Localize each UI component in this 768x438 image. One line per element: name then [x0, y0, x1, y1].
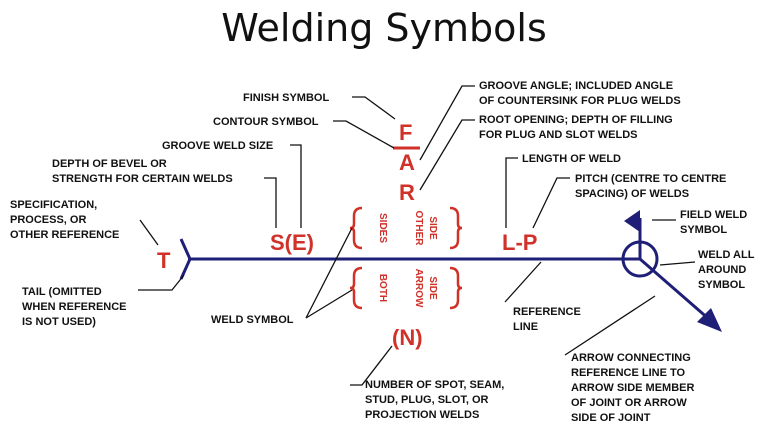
arrow-label-line-3: ARROW SIDE MEMBER: [571, 382, 695, 394]
tail-letter: T: [157, 248, 171, 273]
field-weld-label-line-2: SYMBOL: [680, 224, 727, 236]
groove-angle-label-line-1: GROOVE ANGLE; INCLUDED ANGLE: [479, 80, 673, 92]
weld-symbol-leader-lower: [305, 289, 353, 319]
arrow-word: ARROW: [413, 269, 424, 308]
number-label-line-1: NUMBER OF SPOT, SEAM,: [365, 379, 504, 391]
groove-size-leader: [290, 144, 302, 228]
other-side-brace-left: [349, 206, 363, 250]
weld-all-label-line-2: AROUND: [698, 264, 746, 276]
spec-label-line-2: PROCESS, OR: [10, 214, 86, 226]
reference-line-label-2: LINE: [513, 321, 538, 333]
reference-line-leader: [504, 261, 542, 303]
other-word: OTHER: [413, 211, 424, 247]
groove-angle-letter: A: [399, 150, 415, 175]
arrow-shaft: [639, 257, 711, 322]
contour-leader: [333, 120, 395, 149]
number-text: (N): [392, 325, 423, 350]
arrow-label-line-4: OF JOINT OR ARROW: [571, 397, 687, 409]
weld-symbol-leader-upper: [305, 227, 353, 319]
tail-label-line-1: TAIL (OMITTED: [22, 286, 102, 298]
arrow-label-line-2: REFERENCE LINE TO: [571, 367, 686, 379]
leader-lines: [138, 85, 696, 386]
spec-label-line-1: SPECIFICATION,: [10, 199, 97, 211]
arrow-side-brace-right: [449, 266, 463, 310]
depth-leader: [264, 177, 277, 228]
weld-all-label-line-3: SYMBOL: [698, 279, 745, 291]
length-leader: [505, 157, 518, 228]
pitch-label-line-2: SPACING) OF WELDS: [575, 188, 689, 200]
both-word: BOTH: [377, 274, 388, 302]
field-weld-label-line-1: FIELD WELD: [680, 209, 747, 221]
length-label: LENGTH OF WELD: [522, 153, 621, 165]
finish-letter: F: [399, 120, 412, 145]
weld-symbol-label: WELD SYMBOL: [211, 314, 294, 326]
arrow-connecting-leader: [564, 295, 656, 356]
arrow-label-line-5: SIDE OF JOINT: [571, 412, 651, 424]
root-label-line-1: ROOT OPENING; DEPTH OF FILLING: [479, 114, 673, 126]
page-title: Welding Symbols: [221, 6, 547, 50]
weld-all-label-line-1: WELD ALL: [698, 249, 755, 261]
arrow-head: [697, 308, 722, 332]
root-label-line-2: FOR PLUG AND SLOT WELDS: [479, 129, 637, 141]
depth-label-line-2: STRENGTH FOR CERTAIN WELDS: [52, 173, 233, 185]
finish-label: FINISH SYMBOL: [243, 92, 329, 104]
arrow-label-line-1: ARROW CONNECTING: [571, 352, 691, 364]
number-label-line-3: PROJECTION WELDS: [365, 409, 479, 421]
depth-label-line-1: DEPTH OF BEVEL OR: [52, 158, 167, 170]
tail-mark: [179, 238, 192, 280]
number-leader: [350, 345, 393, 386]
spec-label-line-3: OTHER REFERENCE: [10, 229, 119, 241]
number-label-line-2: STUD, PLUG, SLOT, OR: [365, 394, 489, 406]
tail-label-line-2: WHEN REFERENCE: [22, 301, 127, 313]
pitch-label-line-1: PITCH (CENTRE TO CENTRE: [575, 173, 726, 185]
tail-leader: [138, 274, 185, 291]
size-effective-text: S(E): [270, 230, 314, 255]
side-word-lower: SIDE: [427, 276, 438, 300]
side-brackets: [349, 206, 463, 310]
weld-all-around-leader: [659, 261, 696, 266]
groove-angle-leader: [419, 85, 475, 161]
reference-line-label-1: REFERENCE: [513, 306, 581, 318]
groove-angle-label-line-2: OF COUNTERSINK FOR PLUG WELDS: [479, 95, 681, 107]
other-side-brace-right: [449, 206, 463, 250]
pitch-leader: [532, 177, 570, 229]
field-weld-flag: [624, 210, 640, 232]
side-word-upper: SIDE: [427, 216, 438, 240]
groove-size-label: GROOVE WELD SIZE: [162, 140, 273, 152]
finish-leader: [352, 96, 396, 120]
arrow-side-brace-left: [349, 266, 363, 310]
spec-leader: [139, 219, 159, 246]
tail-label-line-3: IS NOT USED): [22, 316, 96, 328]
reference-assembly: [179, 218, 711, 322]
length-pitch-text: L-P: [502, 230, 537, 255]
root-opening-letter: R: [399, 180, 415, 205]
sides-word: SIDES: [377, 213, 388, 243]
root-leader: [419, 119, 475, 191]
contour-label: CONTOUR SYMBOL: [213, 116, 319, 128]
